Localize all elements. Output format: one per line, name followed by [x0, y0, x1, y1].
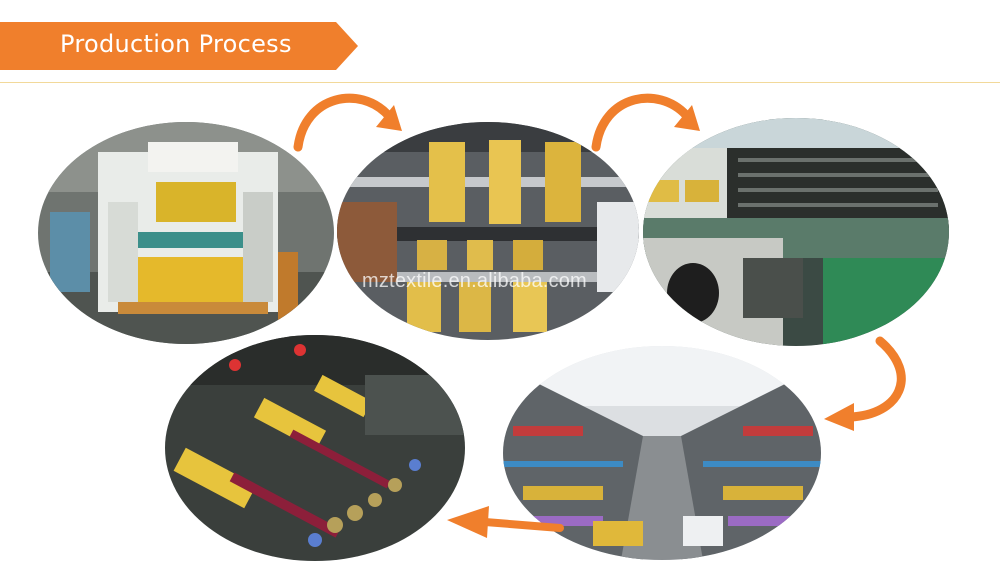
curved-arrow-icon: [591, 93, 700, 152]
banner-arrow-shape: [0, 22, 358, 70]
printing-machine-photo: [38, 122, 334, 344]
slitting-machine-photo: [337, 122, 640, 340]
section-header: Production Process: [0, 22, 358, 70]
watermark-text: mztextile.en.alibaba.com: [362, 270, 587, 292]
page-title: Production Process: [60, 30, 292, 58]
warehouse-shelves-photo: [503, 346, 821, 560]
arrow-left-icon: [447, 506, 564, 538]
divider: [0, 82, 1000, 83]
curved-arrow-icon: [293, 93, 402, 152]
yarn-winding-photo: [643, 118, 950, 346]
spool-machine-photo: [165, 335, 465, 561]
curved-arrow-icon: [824, 336, 906, 431]
